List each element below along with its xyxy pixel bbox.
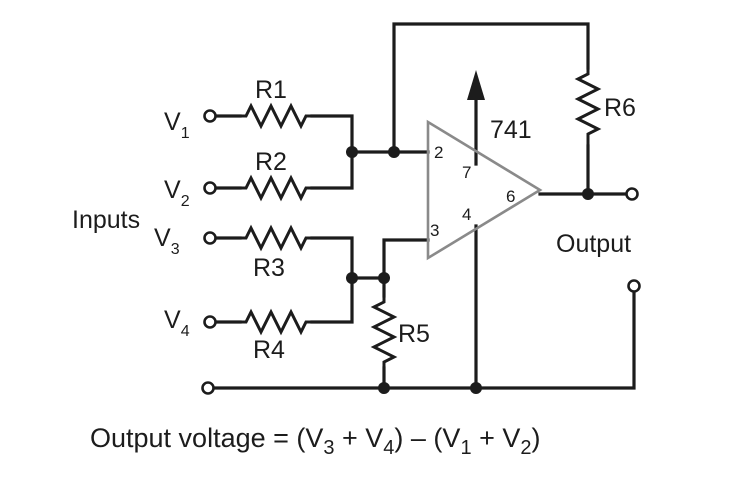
op-amp-741 [426, 119, 543, 261]
terminals [201, 109, 641, 395]
resistor-r3-label: R3 [253, 254, 285, 282]
labels: V1 V2 Inputs V3 V4 R1 R2 R3 R4 R5 R6 741… [72, 76, 636, 364]
input-v2-label: V2 [164, 176, 190, 210]
terminal-v4 [203, 315, 217, 329]
pin-2-label: 2 [434, 143, 443, 162]
wire-noninverting-input [382, 238, 430, 280]
junction-dot [388, 146, 400, 158]
resistor-r3 [240, 224, 312, 252]
junction-dot [378, 272, 390, 284]
pin-3-label: 3 [430, 221, 439, 240]
wire-r2-out [310, 150, 354, 190]
pin-4-label: 4 [462, 205, 471, 224]
resistor-r2 [240, 174, 312, 202]
output-label: Output [556, 230, 631, 258]
resistor-r4-label: R4 [253, 336, 285, 364]
junction-dot [346, 146, 358, 158]
resistor-r4 [240, 308, 312, 336]
op-amp-model-label: 741 [490, 116, 532, 144]
input-v3-label: V3 [154, 224, 180, 258]
terminal-output-ground [627, 279, 641, 293]
wires [212, 22, 636, 390]
resistor-r5 [370, 296, 398, 368]
resistor-r6 [574, 68, 602, 146]
wire-feedback [392, 22, 590, 154]
junction-dot [346, 272, 358, 284]
pin-7-label: 7 [462, 163, 471, 182]
terminal-v1 [203, 109, 217, 123]
terminal-ground [201, 381, 215, 395]
wire-r1-out [310, 114, 354, 154]
resistor-r2-label: R2 [255, 148, 287, 176]
terminal-v2 [203, 181, 217, 195]
resistor-r1-label: R1 [255, 76, 287, 104]
terminal-output [625, 187, 639, 201]
resistors [240, 68, 602, 368]
junction-dot [470, 382, 482, 394]
resistor-r5-label: R5 [398, 320, 430, 348]
input-v1-label: V1 [164, 108, 190, 142]
junction-dot [582, 188, 594, 200]
output-voltage-equation: Output voltage = (V3 + V4) – (V1 + V2) [90, 423, 540, 459]
resistor-r1 [240, 102, 312, 130]
junction-dot [378, 382, 390, 394]
supply-arrow-icon [467, 70, 485, 100]
junctions [346, 146, 594, 394]
input-v4-label: V4 [164, 306, 190, 340]
wire-r3-out [310, 236, 354, 280]
inputs-group-label: Inputs [72, 206, 140, 234]
terminal-v3 [203, 231, 217, 245]
wire-r4-out [310, 276, 354, 324]
resistor-r6-label: R6 [604, 94, 636, 122]
wire-ground-rail [212, 290, 636, 390]
pin-6-label: 6 [506, 187, 515, 206]
